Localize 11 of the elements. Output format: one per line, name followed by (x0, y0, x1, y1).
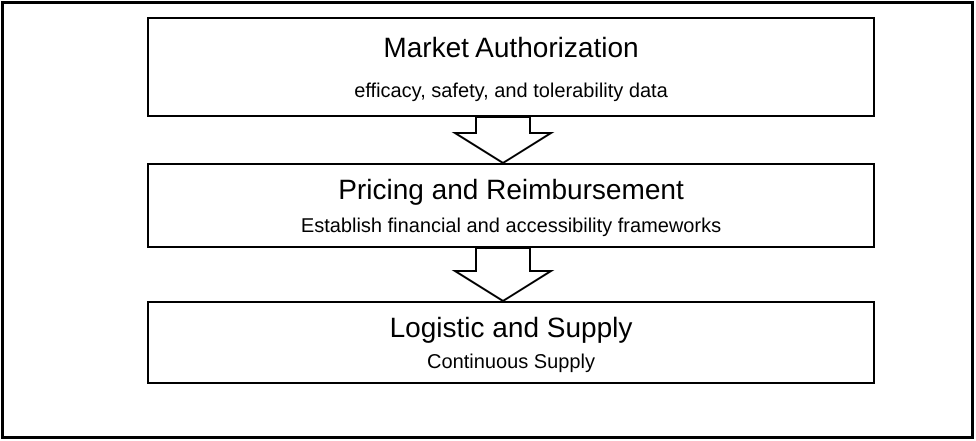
box-description: Continuous Supply (427, 350, 595, 376)
process-box (147, 301, 875, 384)
box-title: Logistic and Supply (390, 310, 632, 345)
box-description: Establish financial and accessibility frameworks (300, 214, 722, 239)
block-arrow (452, 247, 554, 302)
process-box (147, 163, 875, 248)
box-description: efficacy, safety, and tolerability data (354, 79, 668, 104)
box-title: Pricing and Reimbursement (338, 173, 684, 208)
process-box (147, 17, 875, 117)
block-arrow (452, 116, 554, 164)
box-title: Market Authorization (383, 31, 639, 65)
